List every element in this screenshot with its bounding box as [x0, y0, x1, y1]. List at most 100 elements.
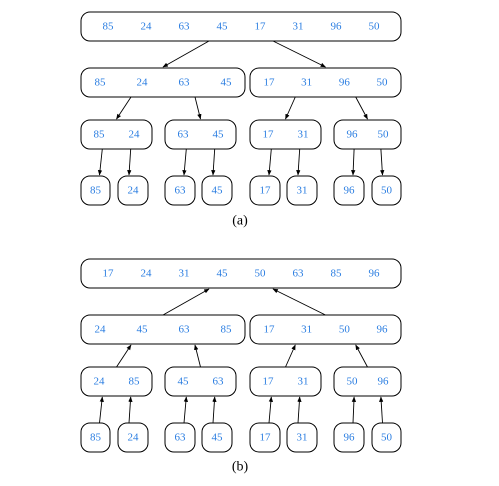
node-value: 24	[141, 268, 153, 280]
node-value: 85	[90, 432, 102, 444]
node-value: 96	[347, 129, 359, 141]
node-value: 96	[331, 21, 343, 33]
node-box	[249, 67, 402, 98]
node-level-3-4: 17	[249, 175, 281, 206]
node-box	[371, 422, 402, 453]
node-value: 63	[179, 77, 191, 89]
node-value: 17	[260, 185, 272, 197]
node-level-3-3: 45	[201, 422, 233, 453]
node-box	[201, 422, 233, 453]
node-level-3-4: 17	[249, 422, 281, 453]
node-value: 31	[297, 432, 308, 444]
edge-1-1-1	[355, 344, 368, 368]
node-value: 63	[175, 432, 187, 444]
node-value: 45	[217, 268, 229, 280]
edge-2-3-0	[351, 148, 356, 176]
node-level-3-5: 31	[286, 175, 318, 206]
node-box	[117, 422, 149, 453]
node-value: 24	[141, 21, 153, 33]
node-value: 45	[213, 129, 225, 141]
node-value: 96	[344, 185, 356, 197]
edge-0-0-0	[162, 288, 210, 316]
edge-1-0-0	[116, 96, 132, 120]
node-box	[164, 119, 237, 150]
node-box	[249, 366, 322, 397]
node-box	[80, 422, 111, 453]
node-level-3-7: 50	[371, 175, 402, 206]
node-value: 96	[378, 376, 390, 388]
node-value: 17	[260, 432, 272, 444]
node-value: 31	[301, 77, 312, 89]
node-box	[80, 67, 246, 98]
node-level-3-6: 96	[333, 422, 365, 453]
node-level-3-1: 24	[117, 175, 149, 206]
node-level-3-5: 31	[286, 422, 318, 453]
panel-caption: (a)	[232, 214, 248, 229]
node-box	[333, 175, 365, 206]
edge-1-0-1	[194, 344, 201, 368]
node-box	[80, 175, 111, 206]
node-value: 17	[263, 129, 275, 141]
node-box	[286, 422, 318, 453]
node-value: 24	[137, 77, 149, 89]
node-value: 50	[339, 324, 351, 336]
node-box	[286, 175, 318, 206]
node-value: 31	[301, 324, 312, 336]
node-value: 45	[212, 432, 224, 444]
node-value: 96	[369, 268, 381, 280]
node-value: 63	[179, 21, 191, 33]
edge-2-2-1	[296, 148, 301, 176]
node-value: 17	[264, 324, 276, 336]
edge-2-2-0	[268, 396, 274, 424]
edge-1-0-1	[194, 96, 202, 120]
node-box	[164, 366, 237, 397]
node-value: 17	[263, 376, 275, 388]
edge-2-0-0	[99, 396, 104, 424]
node-value: 17	[103, 268, 115, 280]
edge-2-1-1	[211, 148, 216, 176]
edge-0-0-1	[272, 40, 326, 68]
node-value: 85	[103, 21, 115, 33]
node-level-3-7: 50	[371, 422, 402, 453]
node-box	[333, 366, 402, 397]
node-value: 45	[221, 77, 233, 89]
node-box	[249, 175, 281, 206]
edge-2-1-1	[212, 396, 217, 424]
edge-1-0-0	[116, 344, 132, 368]
node-value: 31	[298, 376, 309, 388]
node-value: 85	[95, 77, 107, 89]
node-box	[80, 366, 153, 397]
node-box	[80, 11, 402, 42]
node-value: 31	[298, 129, 309, 141]
node-level-1-0: 85 24 63 45	[80, 67, 246, 98]
edge-1-1-0	[285, 96, 296, 120]
edge-2-1-0	[183, 396, 189, 424]
node-value: 45	[178, 376, 190, 388]
node-box	[249, 119, 322, 150]
node-level-3-0: 85	[80, 175, 111, 206]
node-box	[333, 422, 365, 453]
edge-2-3-1	[380, 148, 385, 176]
node-value: 45	[212, 185, 224, 197]
node-value: 31	[297, 185, 308, 197]
node-value: 85	[221, 324, 233, 336]
node-value: 96	[344, 432, 356, 444]
node-value: 63	[293, 268, 305, 280]
node-box	[117, 175, 149, 206]
node-level-3-3: 45	[201, 175, 233, 206]
edge-1-1-0	[285, 344, 296, 368]
node-box	[249, 422, 281, 453]
